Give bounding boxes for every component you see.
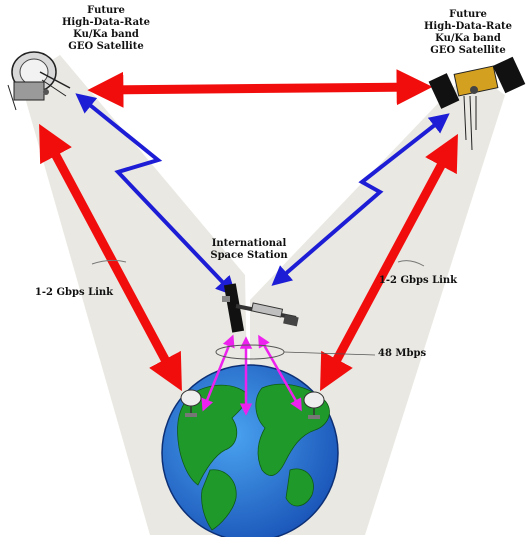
ground-dish-right (303, 391, 325, 419)
space-station-label: International Space Station (190, 238, 308, 262)
space-station-line-2: Space Station (210, 250, 288, 261)
left-satellite-line-2: High-Data-Rate (61, 17, 151, 28)
space-station (222, 283, 299, 333)
right-link-leader (397, 260, 425, 267)
space-station-line-1: International (211, 238, 287, 249)
right-satellite-label: Future High-Data-Rate Ku/Ka band GEO Sat… (418, 9, 518, 57)
blue-link-left-iss (75, 93, 237, 297)
right-satellite (428, 56, 526, 151)
right-link-label: 1-2 Gbps Link (378, 275, 458, 286)
left-satellite-line-3: Ku/Ka band (73, 29, 139, 40)
right-satellite-line-3: Ku/Ka band (435, 33, 501, 44)
red-arrow-sat-to-sat (87, 69, 433, 108)
left-satellite-line-1: Future (87, 5, 125, 16)
left-link-leader (91, 259, 127, 265)
right-satellite-line-4: GEO Satellite (430, 45, 506, 56)
left-link-label: 1-2 Gbps Link (34, 287, 114, 298)
left-satellite (7, 51, 71, 111)
downlink-leader (283, 351, 376, 356)
left-satellite-line-4: GEO Satellite (68, 41, 144, 52)
magenta-downlinks (201, 334, 302, 416)
left-satellite-label: Future High-Data-Rate Ku/Ka band GEO Sat… (60, 5, 152, 53)
downlink-label: 48 Mbps (378, 348, 427, 359)
right-satellite-line-1: Future (449, 9, 487, 20)
right-satellite-line-2: High-Data-Rate (423, 21, 513, 32)
ground-dish-left (180, 389, 202, 417)
blue-link-right-iss (271, 113, 450, 286)
